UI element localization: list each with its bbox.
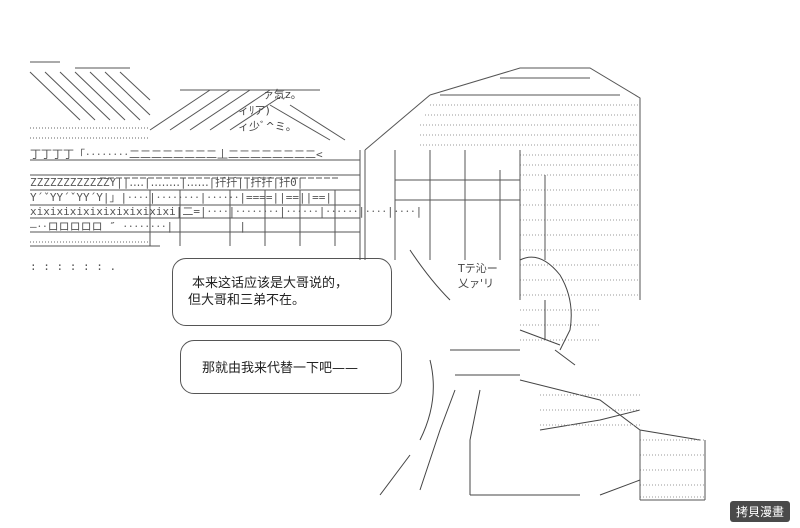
tent-roof — [364, 67, 641, 300]
speech-bubble-1 — [172, 258, 392, 326]
tent-text-2: 乂ァ'リ — [458, 277, 494, 290]
pattern-rows: 丁丁丁丁「‥‥‥‥二二二二二二二二丄二二二二二二二二< ZZZZZZZZZZZZ… — [30, 148, 422, 273]
speech-bubble-2 — [180, 340, 402, 394]
bubble1-line1: 本来这话应该是大哥说的， — [192, 276, 349, 291]
steps — [540, 394, 705, 498]
bubble2-line1: 那就由我来代替一下吧—— — [202, 361, 359, 376]
bubble1-line2: 但大哥和三弟不在。 — [188, 293, 306, 308]
svg-text:ZZZZZZZZZZZZY||‥‥|‥‥‥‥|‥‥‥|扦扦|: ZZZZZZZZZZZZY||‥‥|‥‥‥‥|‥‥‥|扦扦||扦扦|扦0| — [30, 175, 303, 189]
sign-text-2: ィﾘア) — [238, 104, 270, 117]
svg-text:xixixixixixixixixixixi|二=|‥‥|‥: xixixixixixixixixixixi|二=|‥‥|‥‥‥‥|‥‥‥|‥‥… — [30, 205, 422, 218]
tent-text: Tテ沁ー — [457, 262, 498, 275]
roof-hatching — [29, 61, 346, 141]
building-posts — [149, 150, 361, 260]
art-labels: ァ忥z。 ィﾘア) ィ少ﾞ^ミ。 Tテ沁ー 乂ァ'リ — [238, 87, 498, 290]
character-figure — [379, 249, 701, 496]
watermark-badge: 拷貝漫畫 — [729, 501, 790, 522]
dotted-railing — [30, 127, 150, 243]
tent-fill — [420, 104, 638, 341]
svg-text:丁丁丁丁「‥‥‥‥二二二二二二二二丄二二二二二二二二<: 丁丁丁丁「‥‥‥‥二二二二二二二二丄二二二二二二二二< — [30, 148, 323, 161]
svg-text:Y´ˇYY´ˇYY´Y|」|‥‥|‥‥‥‥|‥‥‥|====: Y´ˇYY´ˇYY´Y|」|‥‥|‥‥‥‥|‥‥‥|====||==||==| — [30, 191, 332, 204]
sign-text-3: ィ少ﾞ^ミ。 — [238, 120, 297, 133]
building-beams — [30, 159, 360, 247]
svg-text:: : : : : : .: : : : : : : . — [30, 260, 116, 273]
steps-outline — [639, 430, 706, 501]
sign-text: ァ忥z。 — [263, 87, 302, 101]
tent-poles — [394, 150, 641, 300]
svg-text:—‥ロロロロロ ″ ‥‥‥‥|__________|: —‥ロロロロロ ″ ‥‥‥‥|__________|_____ — [30, 220, 279, 233]
